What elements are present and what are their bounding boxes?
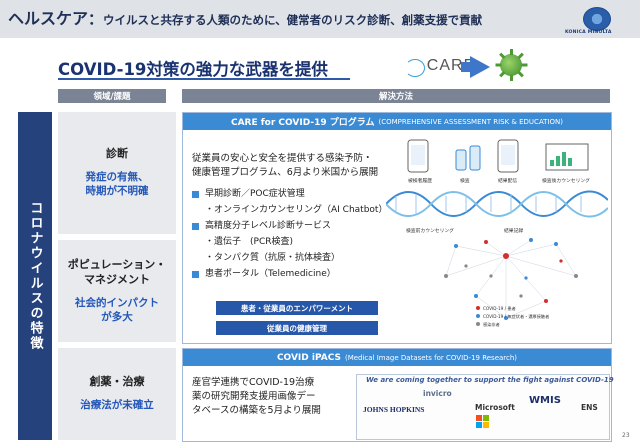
test-tube-icon	[455, 149, 467, 171]
category-population-management: ポピュレーション・ マネジメント 社会的インパクト が多大	[58, 240, 176, 342]
bullet-item: 高精度分子レベル診断サービス	[192, 218, 387, 234]
square-bullet-icon	[192, 270, 199, 278]
care-intro: 従業員の安心と安全を提供する感染予防・ 健康管理プログラム、6月より米国から展開	[192, 152, 378, 180]
dna-strand-a	[386, 190, 608, 217]
empowerment-bar: 患者・従業員のエンパワーメント	[216, 301, 378, 315]
header-title-main: ヘルスケア	[8, 9, 89, 28]
side-band-coronavirus: コロナウイルスの特徴	[18, 112, 52, 440]
category-drug-discovery: 創薬・治療 治療法が未確立	[58, 348, 176, 440]
phone-screen	[501, 145, 515, 165]
ipacs-description: 産官学連携でCOVID-19治療 薬の研究開発支援用画像デー タベースの構築を5…	[192, 376, 321, 418]
category-desc-line: 発症の有無、	[85, 171, 149, 184]
bullet-item: 患者ポータル（Telemedicine）	[192, 266, 387, 282]
panel-title: CARE for COVID-19 プログラム	[230, 118, 375, 128]
legend-dot-gray	[476, 322, 480, 326]
monitor-bar	[562, 152, 566, 166]
partner-logo-johns-hopkins: JOHNS HOPKINS	[363, 405, 425, 414]
panel-title-small: (COMPREHENSIVE ASSESSMENT RISK & EDUCATI…	[378, 117, 564, 126]
square-bullet-icon	[192, 190, 199, 198]
category-desc: 治療法が未確立	[80, 399, 154, 412]
panel-title-bar: COVID iPACS (Medical Image Datasets for …	[183, 349, 611, 366]
intro-line: 従業員の安心と安全を提供する感染予防・	[192, 153, 373, 164]
illus-label-5: 検査前カウンセリング	[406, 227, 454, 234]
illus-label-2: 検査	[460, 177, 470, 184]
header-title-sub: ウイルスと共存する人類のために、健常者のリスク診断、創薬支援で貢献	[103, 13, 483, 27]
panel-title-bar: CARE for COVID-19 プログラム (COMPREHENSIVE A…	[183, 113, 611, 130]
category-desc: 発症の有無、 時期が不明確	[86, 170, 149, 198]
category-desc-line: が多大	[101, 310, 133, 323]
panel-title: COVID iPACS	[276, 352, 341, 363]
legend-label-3: 感染非者	[483, 321, 500, 328]
logo-text: KONICA MINOLTA	[565, 30, 612, 35]
illus-label-6: 結果記録	[504, 227, 523, 234]
page-header-title: ヘルスケア：ウイルスと共存する人類のために、健常者のリスク診断、創薬支援で貢献	[8, 5, 482, 29]
headline: COVID-19対策の強力な武器を提供	[58, 60, 328, 79]
bullet-text: 高精度分子レベル診断サービス	[205, 221, 332, 231]
category-title-line: ポピュレーション・	[67, 257, 167, 271]
category-desc-line: 時期が不明確	[85, 185, 149, 198]
category-diagnosis: 診断 発症の有無、 時期が不明確	[58, 112, 176, 234]
legend-dot-blue	[476, 314, 480, 318]
category-title: 診断	[106, 147, 128, 161]
ipacs-line: 薬の研究開発支援用画像デー	[192, 391, 316, 402]
ipacs-line: タベースの構築を5月より展開	[192, 405, 321, 416]
microsoft-squares-icon	[476, 415, 490, 429]
legend-label-1: COVID-19 / 患者	[483, 305, 516, 312]
category-title: ポピュレーション・ マネジメント	[68, 258, 167, 288]
illus-label-3: 結果配信	[498, 177, 517, 184]
illus-label-1: 被検者履歴	[408, 177, 432, 184]
bullet-text: 早期診断／POC症状管理	[205, 189, 305, 199]
column-header-issue: 領域/課題	[58, 89, 166, 103]
konica-minolta-logo-icon	[583, 7, 611, 31]
monitor-bar	[550, 160, 554, 166]
bullet-subitem: ・タンパク質（抗原・抗体検査）	[205, 253, 341, 263]
category-desc-line: 社会的インパクト	[75, 296, 159, 309]
bullet-text: 患者ポータル（Telemedicine）	[205, 269, 336, 279]
phone-screen	[411, 145, 425, 165]
network-nodes	[444, 238, 578, 320]
dna-strand-b	[386, 191, 608, 218]
square-bullet-icon	[192, 222, 199, 230]
bullet-item: 早期診断／POC症状管理	[192, 186, 387, 202]
test-tube-icon	[469, 145, 481, 171]
headline-underline	[58, 78, 350, 80]
bullet-subitem: ・オンラインカウンセリング（AI Chatbot）	[205, 205, 388, 215]
header-bar	[0, 0, 640, 38]
monitor-icon	[545, 143, 589, 171]
partner-logo-invicro: invicro	[423, 389, 452, 398]
bullet-subitem: ・遺伝子 (PCR検査)	[205, 237, 293, 247]
dna-rungs	[395, 194, 582, 214]
monitor-bar	[568, 158, 572, 166]
illus-label-4: 検査後カウンセリング	[542, 177, 590, 184]
intro-line: 健康管理プログラム、6月より米国から展開	[192, 167, 379, 178]
virus-icon	[495, 49, 527, 81]
partner-logo-wmis: WMIS	[529, 395, 561, 406]
category-desc: 社会的インパクト が多大	[75, 296, 159, 324]
care-workflow-illustration: 被検者履歴 検査 結果配信 検査後カウンセリング 検査前カウンセリング 結果記録…	[386, 139, 608, 328]
partners-heading: We are coming together to support the fi…	[366, 376, 614, 384]
partner-logo-microsoft: Microsoft	[475, 403, 515, 412]
care-bullet-list: 早期診断／POC症状管理 ・オンラインカウンセリング（AI Chatbot） 高…	[192, 186, 387, 282]
column-header-solution: 解決方法	[182, 89, 610, 103]
right-arrow-icon	[470, 56, 490, 78]
network-lines	[445, 239, 577, 319]
partners-box: JOHNS HOPKINS invicro Microsoft WMIS ENS	[356, 374, 610, 440]
header-title-sep: ：	[88, 10, 104, 28]
category-title-line: マネジメント	[84, 272, 150, 286]
arrow-tail	[461, 62, 471, 72]
legend-label-2: COVID-19 / 無症状者・濃厚接触者	[483, 313, 549, 320]
health-management-bar: 従業員の健康管理	[216, 321, 378, 335]
panel-title-small: (Medical Image Datasets for COVID-19 Res…	[344, 353, 518, 362]
care-swirl-icon	[405, 59, 425, 77]
category-title: 創薬・治療	[89, 375, 145, 389]
monitor-bar	[556, 156, 560, 166]
legend-dot-red	[476, 306, 480, 310]
page-number: 23	[622, 432, 630, 439]
ipacs-line: 産官学連携でCOVID-19治療	[192, 377, 315, 388]
partner-logo-ens: ENS	[581, 403, 598, 412]
